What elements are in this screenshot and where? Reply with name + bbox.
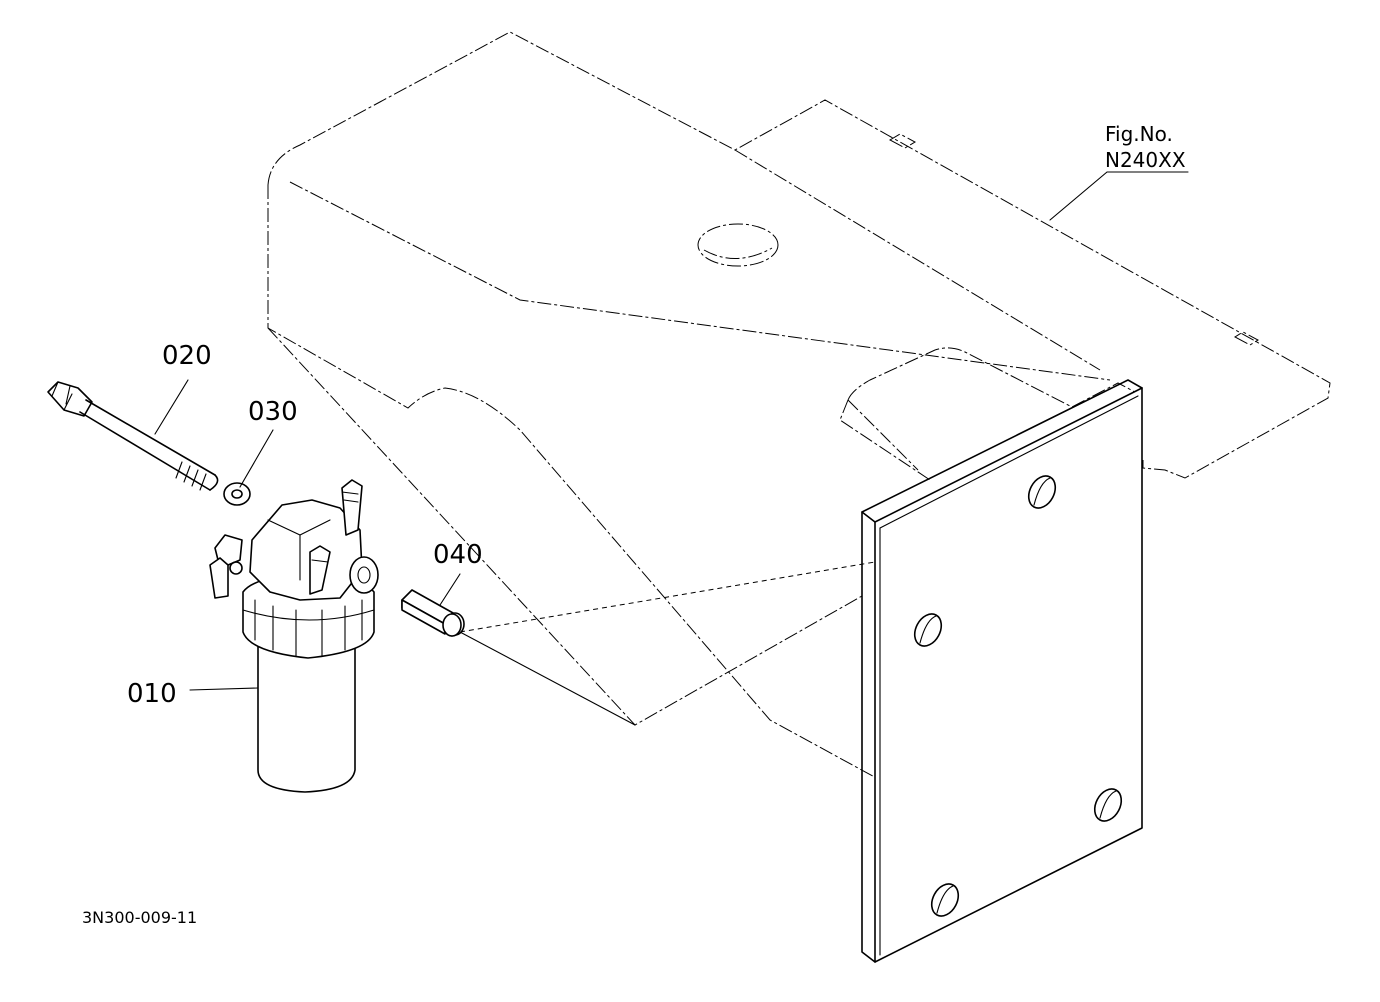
fig-reference-number: N240XX — [1105, 148, 1186, 172]
mounting-bracket — [861, 379, 1143, 963]
bolt-020 — [47, 381, 219, 491]
fig-reference-caption: Fig.No. — [1105, 122, 1173, 146]
spacer-040 — [401, 589, 465, 637]
part-label-040: 040 — [433, 540, 483, 570]
part-label-010: 010 — [127, 679, 177, 709]
spacer-axis — [459, 631, 636, 726]
washer-030 — [223, 482, 251, 506]
leader-lines — [154, 379, 461, 691]
part-label-020: 020 — [162, 341, 212, 371]
fuel-filter-010 — [209, 479, 379, 793]
assembly-axis-line — [459, 561, 876, 633]
part-label-030: 030 — [248, 397, 298, 427]
bracket-holes — [913, 475, 1123, 917]
drawing-code: 3N300-009-11 — [82, 908, 197, 927]
